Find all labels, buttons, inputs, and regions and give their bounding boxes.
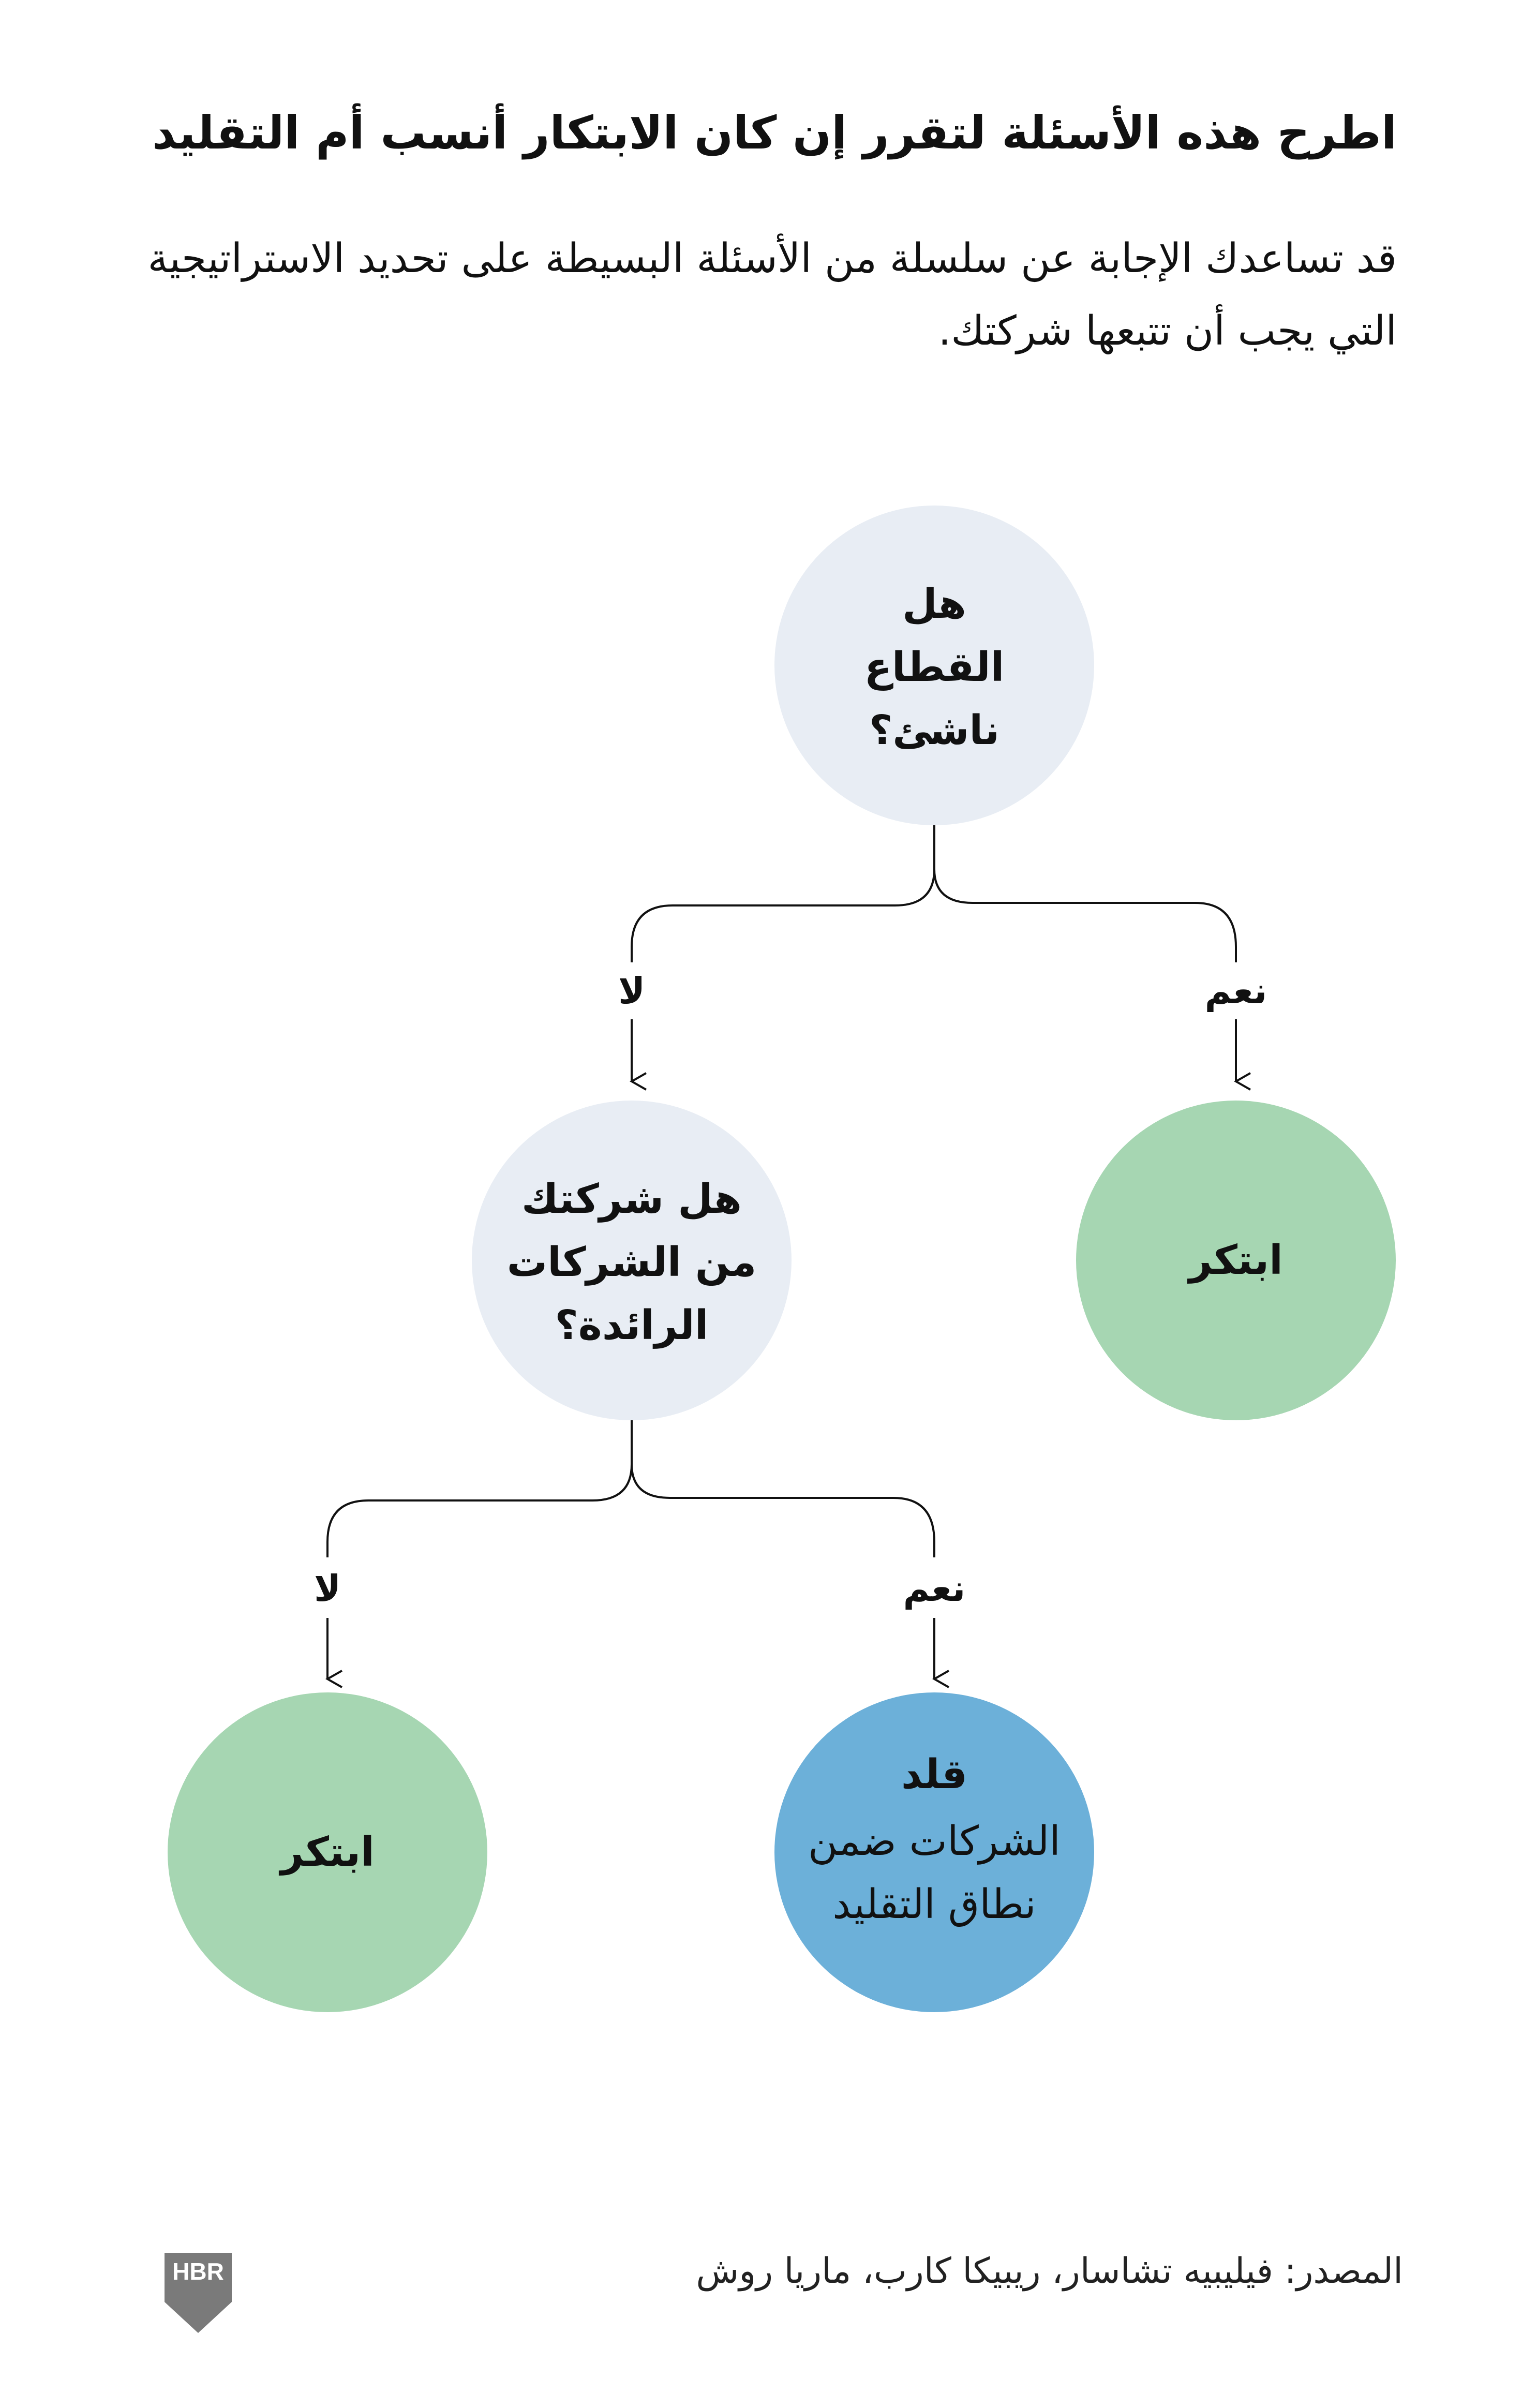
branch-label-no: لا (613, 970, 651, 1012)
question-node-leader (472, 1101, 792, 1420)
branch-label-yes: نعم (898, 1567, 971, 1610)
page-subtitle: قد تساعدك الإجابة عن سلسلة من الأسئلة ال… (147, 235, 1397, 354)
question-node-sector (774, 506, 1094, 825)
connector-q2 (326, 1420, 935, 1557)
innovate-text: ابتكر (280, 1829, 375, 1876)
page-title: اطرح هذه الأسئلة لتقرر إن كان الابتكار أ… (152, 106, 1397, 159)
innovate-node-2 (168, 1692, 487, 2012)
innovate-node-1 (1076, 1101, 1396, 1420)
imitate-body: الشركات ضمن نطاق التقليد (808, 1818, 1061, 1928)
question-leader-text: هل شركتك من الشركات الرائدة؟ (506, 1176, 757, 1349)
branch-label-yes: نعم (1199, 970, 1273, 1012)
question-sector-text: هل القطاع ناشئ؟ (864, 581, 1005, 754)
hbr-logo: HBR (165, 2253, 232, 2333)
svg-text:HBR: HBR (172, 2258, 224, 2285)
imitate-node (774, 1692, 1094, 2012)
innovate-text: ابتكر (1189, 1237, 1283, 1284)
imitate-title: قلد (901, 1751, 967, 1798)
connector-q1 (631, 825, 1237, 962)
source-credit: المصدر: فيليبيه تشاسار، ريبيكا كارب، مار… (696, 2251, 1403, 2292)
branch-label-no: لا (308, 1567, 347, 1610)
